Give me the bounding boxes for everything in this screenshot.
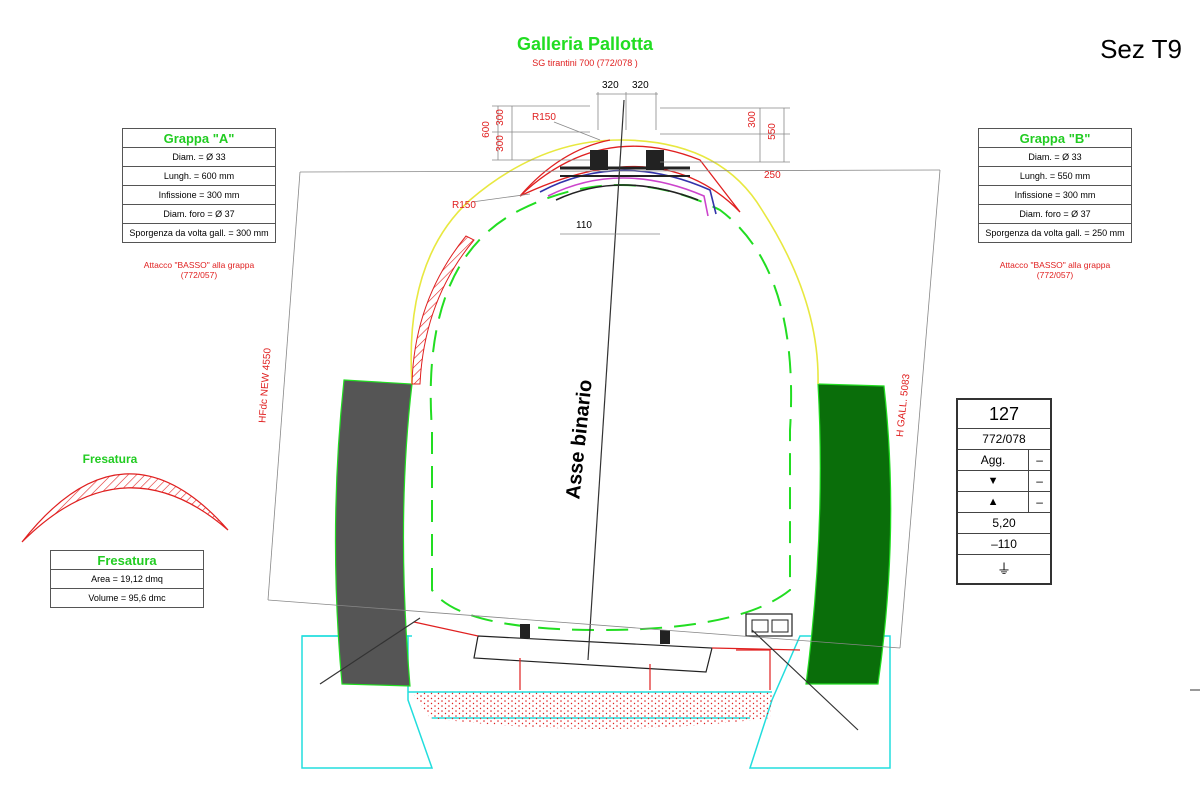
fresatura-area: Area = 19,12 dmq bbox=[50, 569, 204, 589]
fresatura-table: Fresatura Area = 19,12 dmq Volume = 95,6… bbox=[50, 550, 204, 608]
section-id: Sez T9 bbox=[1100, 34, 1182, 64]
grappa-b-note-line2: (772/057) bbox=[1036, 270, 1074, 280]
grappa-b-row: Diam. foro = Ø 37 bbox=[978, 204, 1132, 224]
grappa-a-note: Attacco "BASSO" alla grappa (772/057) bbox=[122, 260, 276, 280]
code-number: 127 bbox=[956, 398, 1052, 429]
grappa-b-row: Infissione = 300 mm bbox=[978, 185, 1132, 205]
grappa-b-table: Grappa "B" Diam. = Ø 33 Lungh. = 550 mm … bbox=[978, 128, 1132, 243]
signal-icon-1: ▼ bbox=[956, 470, 1030, 492]
track-bed bbox=[413, 613, 801, 690]
code-ref: 772/078 bbox=[956, 428, 1052, 450]
dim-320-right: 320 bbox=[632, 80, 649, 91]
grappa-b-note-line1: Attacco "BASSO" alla grappa bbox=[999, 260, 1111, 270]
vault-hatch-left bbox=[411, 235, 475, 385]
grappa-a-row: Diam. = Ø 33 bbox=[122, 147, 276, 167]
fresatura-label: Fresatura bbox=[82, 452, 138, 466]
code-value-b: –110 bbox=[956, 533, 1052, 555]
grappa-b-row: Sporgenza da volta gall. = 250 mm bbox=[978, 223, 1132, 243]
code-agg-label: Agg. bbox=[956, 449, 1030, 471]
grappa-b-row: Diam. = Ø 33 bbox=[978, 147, 1132, 167]
drawing-title: Galleria Pallotta bbox=[516, 34, 654, 54]
code-row1-value: – bbox=[1028, 470, 1052, 492]
grappa-a-row: Diam. foro = Ø 37 bbox=[122, 204, 276, 224]
dim-550: 550 bbox=[766, 123, 778, 140]
grappa-b-note: Attacco "BASSO" alla grappa (772/057) bbox=[978, 260, 1132, 280]
dim-600: 600 bbox=[480, 121, 492, 138]
code-box: 127 772/078 Agg. – ▼ – ▲ – 5,20 –110 ⏚ bbox=[956, 398, 1052, 585]
grappa-a-title: Grappa "A" bbox=[122, 128, 276, 148]
reference-lines bbox=[267, 99, 1200, 731]
vault-crown-red bbox=[519, 145, 741, 213]
grappa-b-title: Grappa "B" bbox=[978, 128, 1132, 148]
fresatura-volume: Volume = 95,6 dmc bbox=[50, 588, 204, 608]
dim-320-left: 320 bbox=[602, 80, 619, 91]
grappa-a-table: Grappa "A" Diam. = Ø 33 Lungh. = 600 mm … bbox=[122, 128, 276, 243]
dim-r150-top: R150 bbox=[532, 112, 556, 123]
code-row2-value: – bbox=[1028, 491, 1052, 513]
dim-250: 250 bbox=[764, 170, 781, 181]
fresatura-arch-symbol bbox=[21, 473, 229, 543]
dim-300-a: 300 bbox=[494, 109, 506, 126]
right-wall bbox=[805, 383, 892, 685]
grappa-a-row: Lungh. = 600 mm bbox=[122, 166, 276, 186]
grappa-a-note-line1: Attacco "BASSO" alla grappa bbox=[143, 260, 255, 270]
dim-300-b: 300 bbox=[494, 135, 506, 152]
clearance-profile bbox=[429, 184, 793, 632]
fresatura-table-title: Fresatura bbox=[50, 550, 204, 570]
left-wall bbox=[334, 379, 413, 687]
dimension-lines bbox=[471, 92, 790, 235]
grappa-a-row: Infissione = 300 mm bbox=[122, 185, 276, 205]
dim-r150-left: R150 bbox=[452, 200, 476, 211]
code-agg-value: – bbox=[1028, 449, 1052, 471]
signal-icon-2: ▲ bbox=[956, 491, 1030, 513]
ballast-area bbox=[412, 692, 772, 729]
dim-300-right: 300 bbox=[746, 111, 758, 128]
catenary bbox=[539, 150, 717, 217]
code-value-a: 5,20 bbox=[956, 512, 1052, 534]
dim-110: 110 bbox=[576, 220, 592, 231]
tunnel-outline bbox=[410, 139, 819, 385]
grappa-a-row: Sporgenza da volta gall. = 300 mm bbox=[122, 223, 276, 243]
grappa-b-row: Lungh. = 550 mm bbox=[978, 166, 1132, 186]
drawing-subtitle: SG tirantini 700 (772/078 ) bbox=[532, 58, 638, 68]
grappa-a-note-line2: (772/057) bbox=[180, 270, 218, 280]
ground-icon: ⏚ bbox=[956, 554, 1052, 585]
